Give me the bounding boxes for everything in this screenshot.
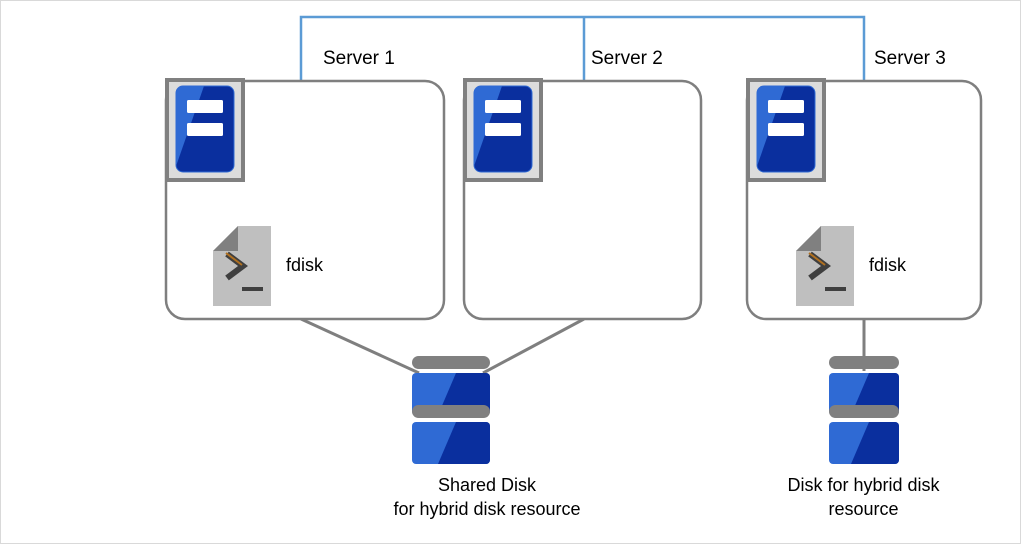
server-icon [746,78,826,182]
server-label-server-2: Server 2 [591,48,663,69]
hybrid-disk-caption-line-1: Disk for hybrid disk [787,475,940,495]
server-label-server-1: Server 1 [323,48,395,69]
connector-server2-shared-disk [482,317,585,375]
terminal-file-icon [796,226,854,306]
disk-stack-icon [829,356,899,464]
shared-disk-caption-line-2: for hybrid disk resource [393,499,581,519]
shared-disk-caption-line-1: Shared Disk [437,475,537,495]
fdisk-label-server-3: fdisk [869,255,907,275]
interconnect-bracket [299,15,866,80]
server-label-server-3: Server 3 [874,48,946,69]
fdisk-label-server-1: fdisk [286,255,324,275]
server-icon [463,78,543,182]
server-icon [165,78,245,182]
hybrid-disk-caption-line-2: resource [828,499,899,519]
connector-server1-shared-disk [300,317,420,375]
terminal-file-icon [213,226,271,306]
disk-stack-icon [412,356,490,464]
